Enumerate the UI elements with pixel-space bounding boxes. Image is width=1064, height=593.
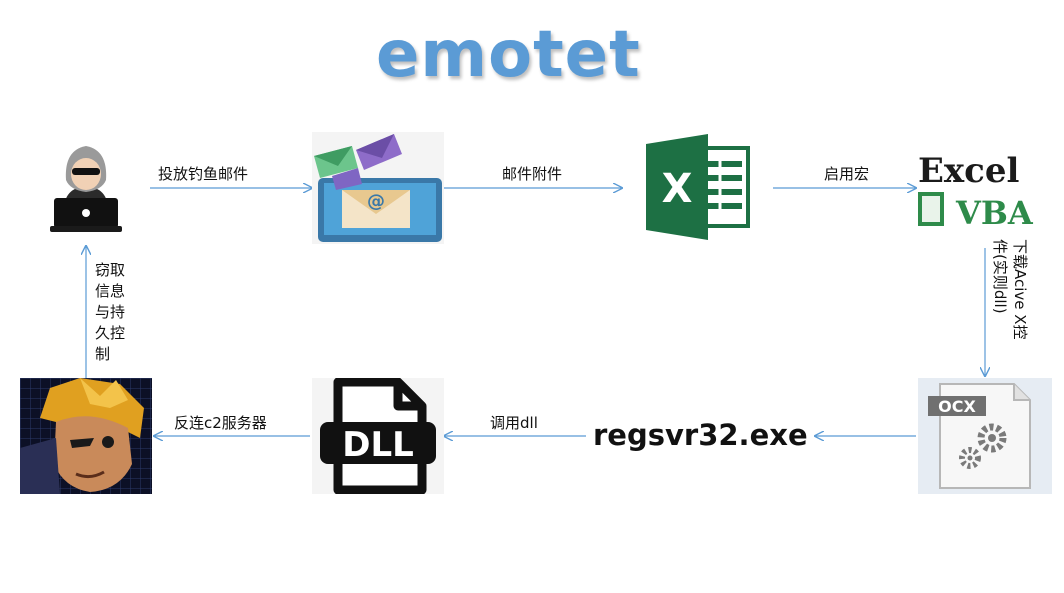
edge-label-send-phishing: 投放钓鱼邮件	[158, 165, 249, 183]
download-activex-line1: 下载Acive X控	[1011, 239, 1029, 340]
vba-logo-top-text: Excel	[918, 151, 1020, 191]
dll-text: DLL	[342, 425, 414, 465]
edge-label-download-activex: 下载Acive X控 件(实则dll)	[991, 239, 1031, 401]
diagram-title: emotet	[0, 18, 1064, 98]
regsvr32-label: regsvr32.exe	[593, 418, 808, 452]
phishing-email-icon: @	[312, 132, 444, 244]
edge-label-enable-macro: 启用宏	[824, 165, 870, 183]
edge-label-attachment: 邮件附件	[502, 165, 563, 183]
edge-label-connect-c2: 反连c2服务器	[174, 414, 267, 432]
title-text: emotet	[376, 18, 641, 92]
ocx-file-icon: OCX	[918, 378, 1052, 494]
excel-icon: X	[646, 134, 750, 240]
edge-label-steal-persist: 窃取信息与持久控制	[95, 261, 126, 363]
ocx-tag: OCX	[938, 397, 976, 416]
excel-vba-icon: Excel VBA	[916, 148, 1056, 230]
at-symbol: @	[367, 191, 385, 212]
dll-file-icon: DLL	[312, 377, 444, 495]
c2-avatar-icon	[20, 378, 152, 494]
excel-letter: X	[662, 166, 693, 212]
vba-logo-bottom-text: VBA	[955, 194, 1034, 230]
edge-label-invoke-dll: 调用dll	[490, 414, 538, 432]
hacker-icon	[50, 146, 122, 232]
download-activex-line2: 件(实则dll)	[991, 239, 1009, 314]
